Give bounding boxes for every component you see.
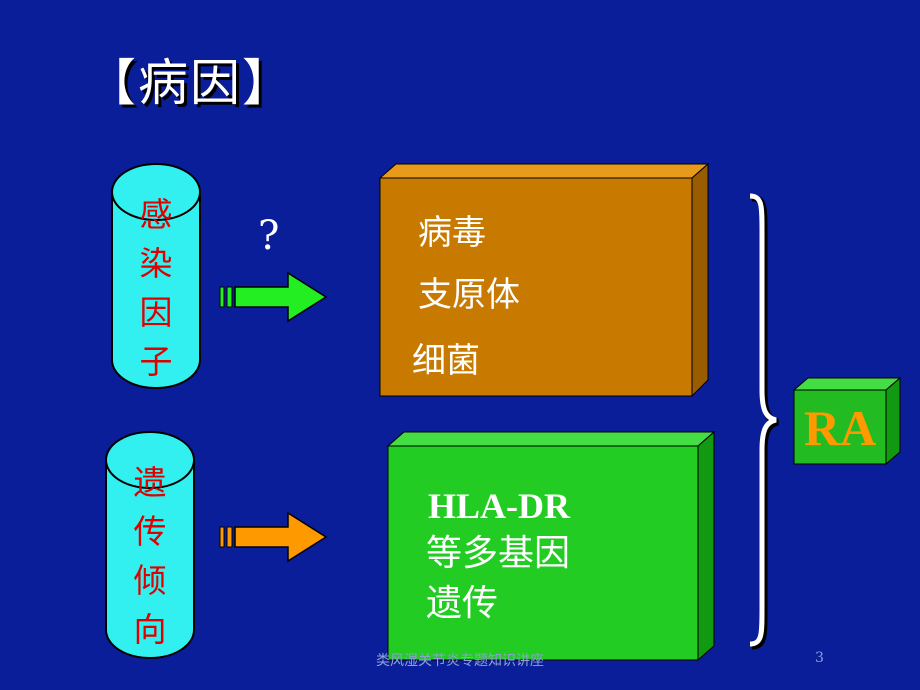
slide-title: 【病因】 bbox=[86, 54, 294, 112]
ra-box bbox=[792, 376, 902, 466]
infection-factor-cylinder: 感 染 因 子 bbox=[110, 162, 202, 390]
infection-item: 细菌 bbox=[412, 341, 480, 381]
cylinder-char: 染 bbox=[139, 244, 173, 283]
genetic-factor-cylinder: 遗 传 倾 向 bbox=[104, 430, 196, 660]
cylinder-char: 倾 bbox=[133, 561, 167, 600]
question-mark: ? bbox=[258, 213, 280, 259]
page-number: 3 bbox=[815, 650, 824, 666]
infection-item: 病毒 bbox=[418, 213, 486, 253]
cylinder-char: 子 bbox=[139, 342, 173, 381]
genetic-causes-box: HLA-DR 等多基因 遗传 bbox=[386, 430, 718, 662]
cylinder-char: 传 bbox=[133, 512, 167, 551]
cylinder-char: 因 bbox=[139, 293, 173, 332]
ra-label: RA bbox=[803, 400, 877, 456]
cylinder-char: 遗 bbox=[133, 463, 167, 502]
cylinder-char: 感 bbox=[139, 195, 173, 234]
genetic-item: HLA-DR bbox=[428, 486, 570, 526]
infection-item: 支原体 bbox=[418, 275, 520, 315]
arrow-right-icon bbox=[219, 511, 328, 563]
arrow-right-icon bbox=[219, 271, 328, 323]
infection-causes-box: 病毒 支原体 细菌 bbox=[378, 162, 712, 398]
genetic-item: 遗传 bbox=[426, 583, 499, 624]
footer-caption: 类风湿关节炎专题知识讲座 bbox=[376, 653, 544, 669]
cylinder-char: 向 bbox=[133, 610, 167, 649]
genetic-item: 等多基因 bbox=[426, 533, 571, 574]
curly-brace bbox=[749, 193, 779, 650]
